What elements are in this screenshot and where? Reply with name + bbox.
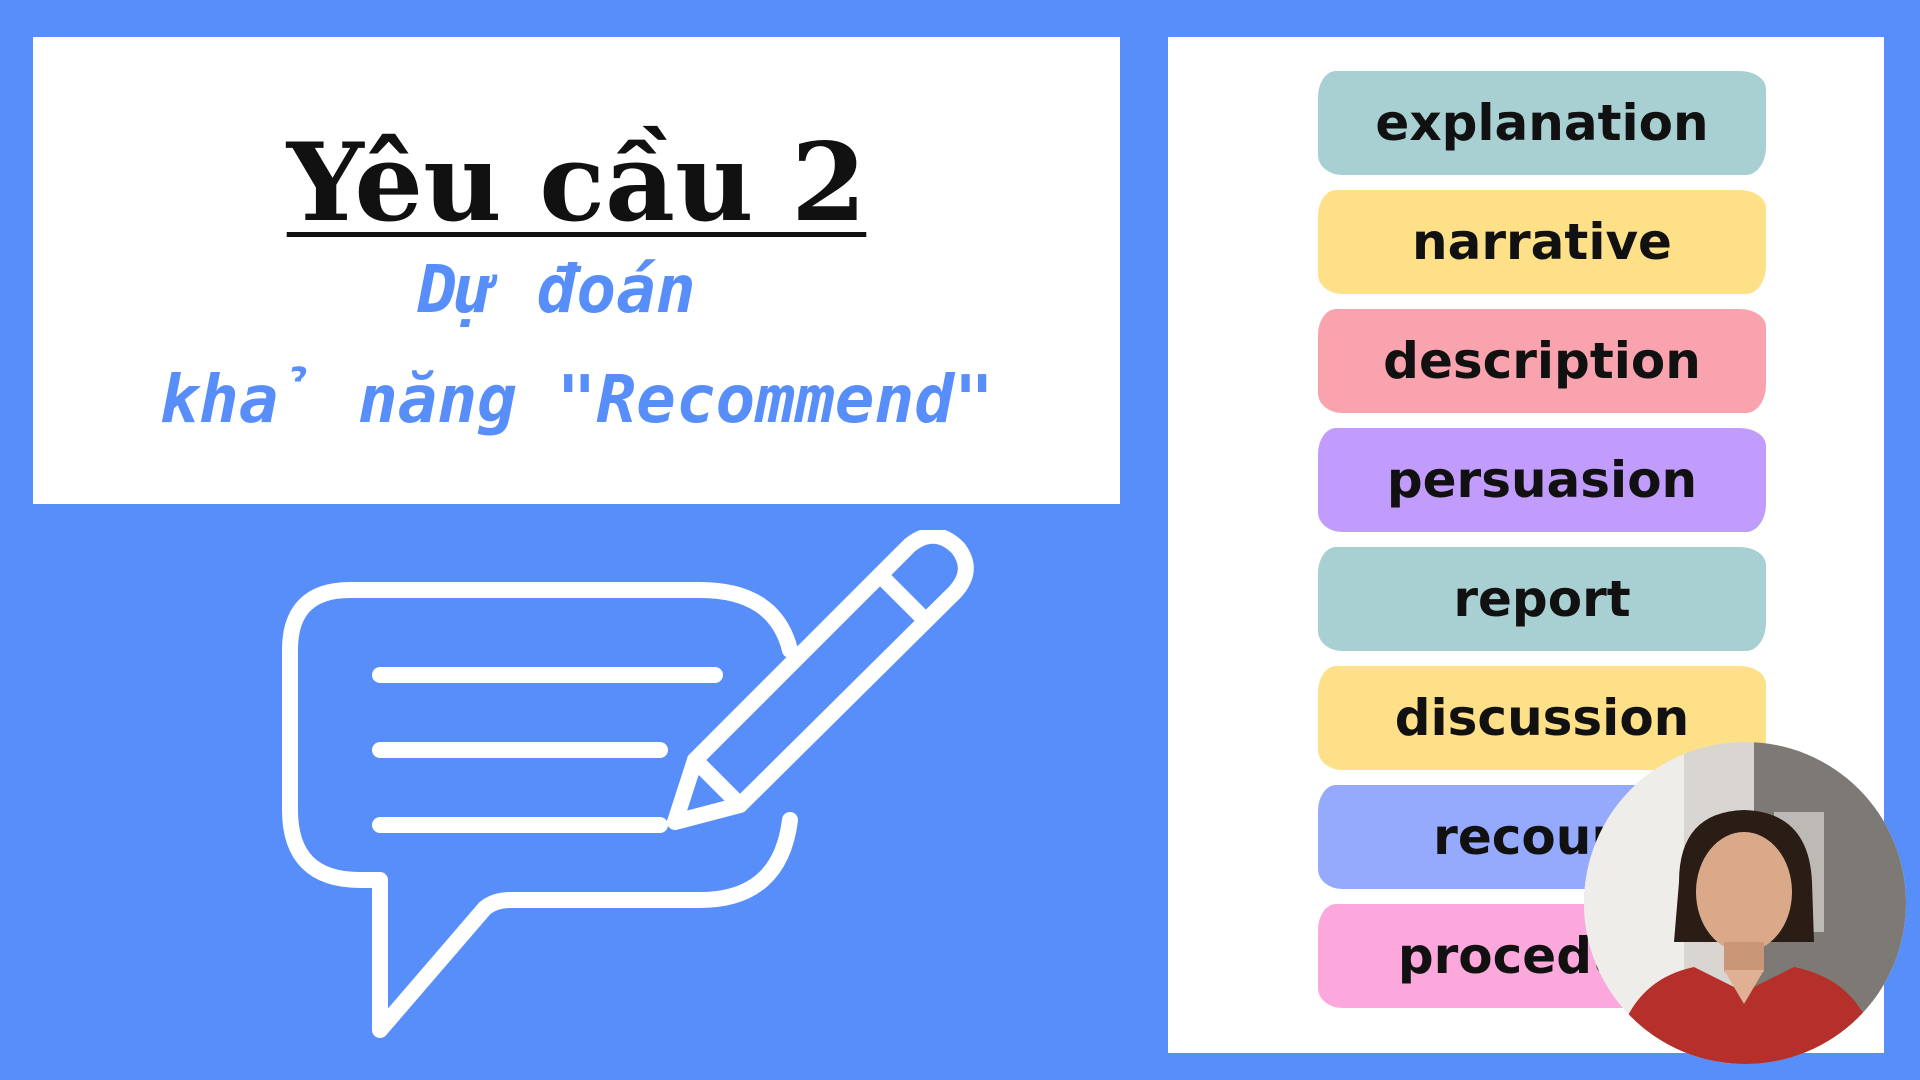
- genre-narrative: narrative: [1318, 190, 1766, 294]
- title-card: Yêu cầu 2 Dự đoán khả năng "Recommend": [33, 37, 1120, 504]
- genre-explanation: explanation: [1318, 71, 1766, 175]
- slide-title: Yêu cầu 2: [286, 120, 867, 246]
- presenter-webcam-avatar: [1584, 742, 1906, 1064]
- genre-description: description: [1318, 309, 1766, 413]
- genre-report: report: [1318, 547, 1766, 651]
- subtitle-line-1: Dự đoán: [417, 251, 696, 328]
- chat-bubble-with-pencil-icon: [270, 527, 990, 1050]
- subtitle-line-2: khả năng "Recommend": [159, 361, 994, 438]
- genre-persuasion: persuasion: [1318, 428, 1766, 532]
